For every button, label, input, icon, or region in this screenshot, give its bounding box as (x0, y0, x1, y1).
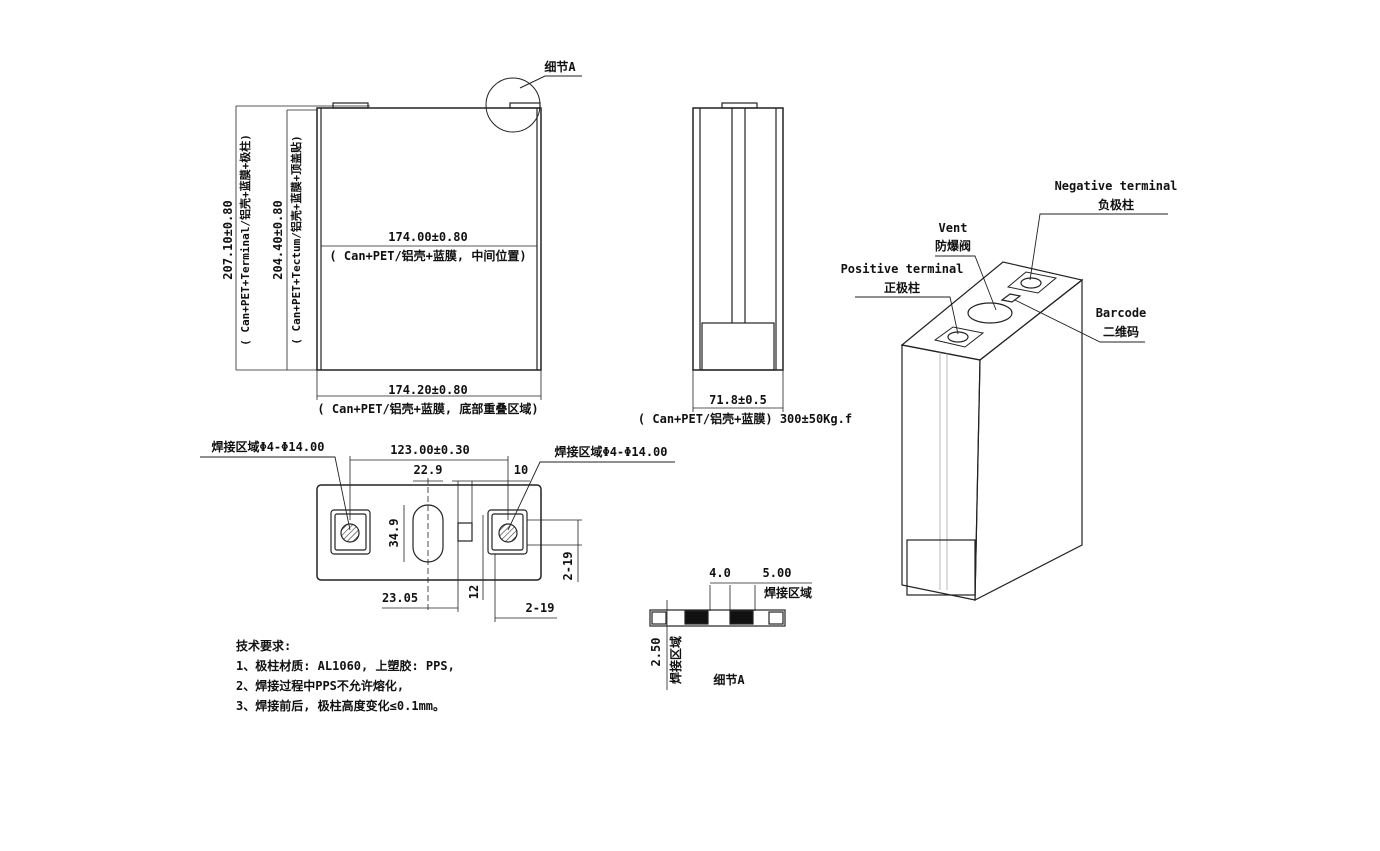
weld-label-left: 焊接区域Φ4-Φ14.00 (211, 440, 325, 454)
vent-offset-dimension: 23.05 (381, 591, 419, 605)
barcode-offset-dimension: 12 (467, 584, 481, 600)
height-total-dimension: 207.10±0.80 (221, 200, 235, 280)
front-view (235, 75, 582, 400)
detail-depth-label: 焊接区域 (669, 635, 683, 685)
vent-label: Vent (938, 221, 968, 235)
barcode-label-cn: 二维码 (1102, 325, 1140, 339)
detail-a-title: 细节A (713, 673, 745, 687)
detail-dim-a: 4.0 (709, 566, 731, 580)
width-middle-note: ( Can+PET/铝壳+蓝膜, 中间位置) (329, 249, 527, 263)
terminal-size-horizontal: 2-19 (525, 601, 555, 615)
requirements-title: 技术要求: (236, 639, 292, 653)
detail-dim-b: 5.00 (762, 566, 792, 580)
vent-length-dimension: 34.9 (387, 518, 401, 548)
requirement-item: 3、焊接前后, 极柱高度变化≤0.1mm。 (236, 699, 446, 713)
detail-a-callout: 细节A (544, 60, 576, 74)
negative-terminal-label-cn: 负极柱 (1097, 198, 1135, 212)
side-view (692, 102, 784, 412)
top-view (200, 456, 675, 622)
detail-a (649, 582, 812, 690)
positive-terminal-label-cn: 正极柱 (883, 281, 921, 295)
requirement-item: 1、极柱材质: AL1060, 上塑胶: PPS, (236, 659, 455, 673)
height-can-dimension: 204.40±0.80 (271, 200, 285, 280)
thickness-note: ( Can+PET/铝壳+蓝膜) 300±50Kg.f (637, 412, 853, 426)
weld-label-right: 焊接区域Φ4-Φ14.00 (554, 445, 668, 459)
positive-terminal-label: Positive terminal (840, 262, 964, 276)
width-bottom-note: ( Can+PET/铝壳+蓝膜, 底部重叠区域) (317, 402, 539, 416)
thickness-dimension: 71.8±0.5 (709, 393, 767, 407)
terminal-spacing-dimension: 123.00±0.30 (390, 443, 470, 457)
vent-label-cn: 防爆阀 (934, 239, 972, 253)
height-total-note: ( Can+PET+Terminal/铝壳+蓝膜+极柱) (239, 134, 252, 346)
terminal-size-vertical: 2-19 (561, 551, 575, 581)
iso-view (855, 213, 1168, 601)
vent-width-dimension: 22.9 (413, 463, 443, 477)
negative-terminal-label: Negative terminal (1054, 179, 1178, 193)
width-bottom-dimension: 174.20±0.80 (388, 383, 468, 397)
barcode-width-dimension: 10 (513, 463, 529, 477)
detail-weld-area: 焊接区域 (763, 586, 813, 600)
height-can-note: ( Can+PET+Tectum/铝壳+蓝膜+顶盖贴) (290, 135, 303, 345)
width-middle-dimension: 174.00±0.80 (388, 230, 468, 244)
detail-depth: 2.50 (649, 637, 663, 667)
requirement-item: 2、焊接过程中PPS不允许熔化, (236, 679, 405, 693)
barcode-label: Barcode (1095, 306, 1147, 320)
